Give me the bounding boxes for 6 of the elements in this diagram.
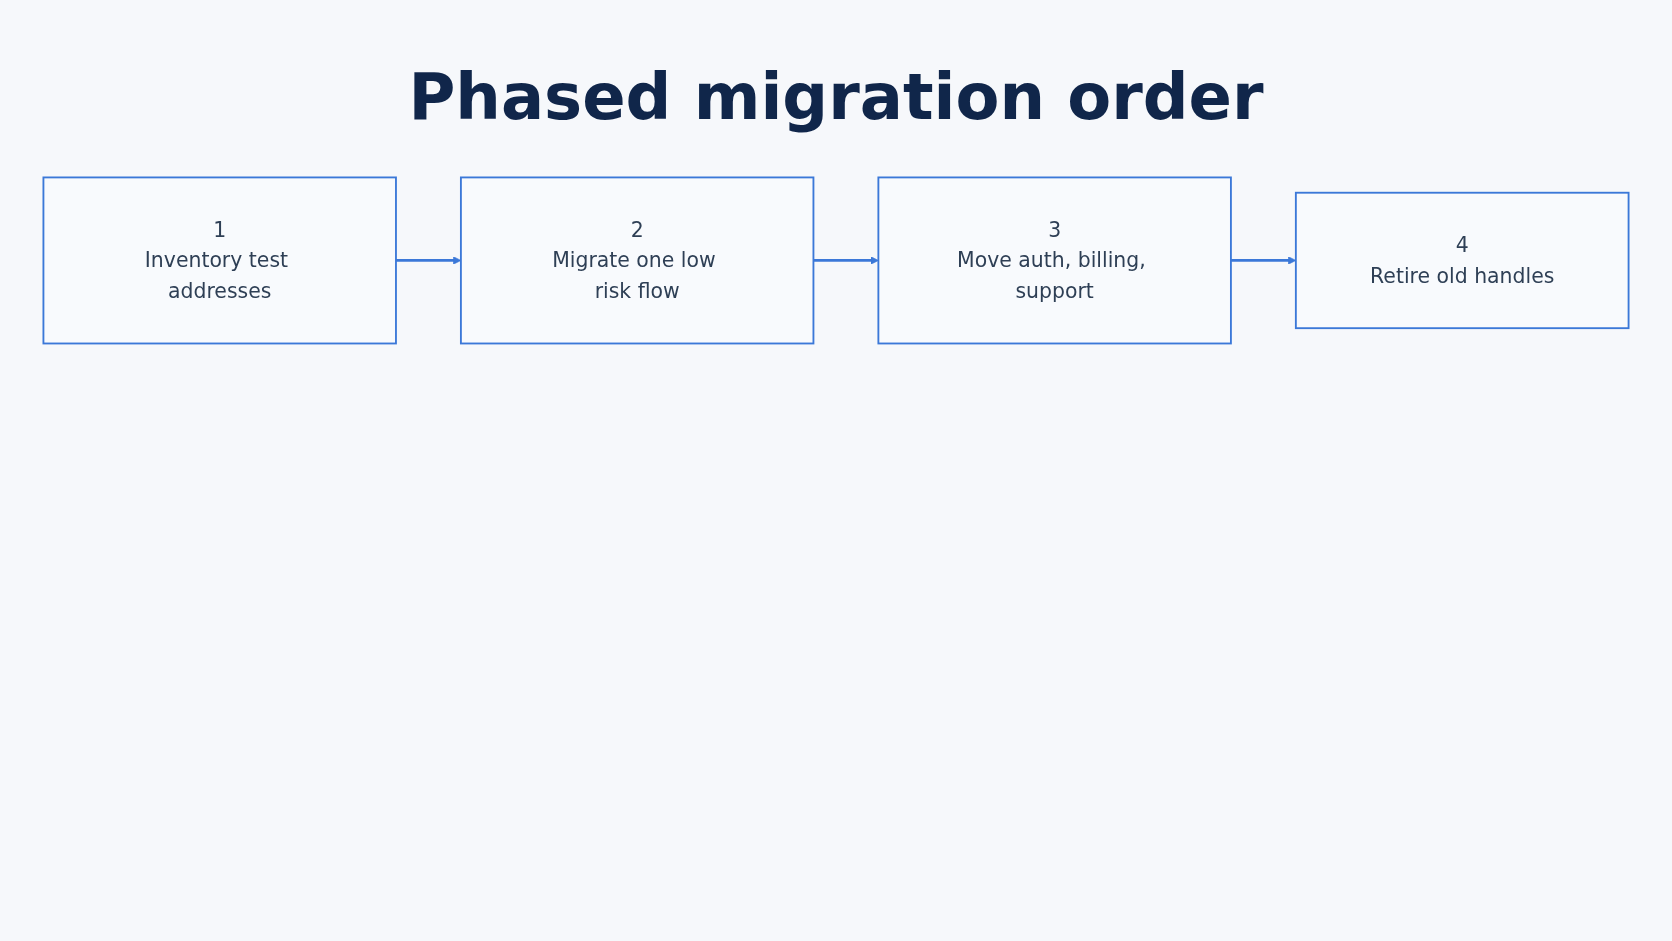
node-box: 4 Retire old handles bbox=[1294, 191, 1630, 330]
node-box: 2 Migrate one low risk flow bbox=[459, 176, 815, 345]
node-box: 1 Inventory test addresses bbox=[42, 176, 397, 345]
node-box: 3 Move auth, billing, support bbox=[877, 176, 1232, 345]
diagram-title: Phased migration order bbox=[407, 60, 1265, 136]
arrow bbox=[813, 256, 879, 265]
